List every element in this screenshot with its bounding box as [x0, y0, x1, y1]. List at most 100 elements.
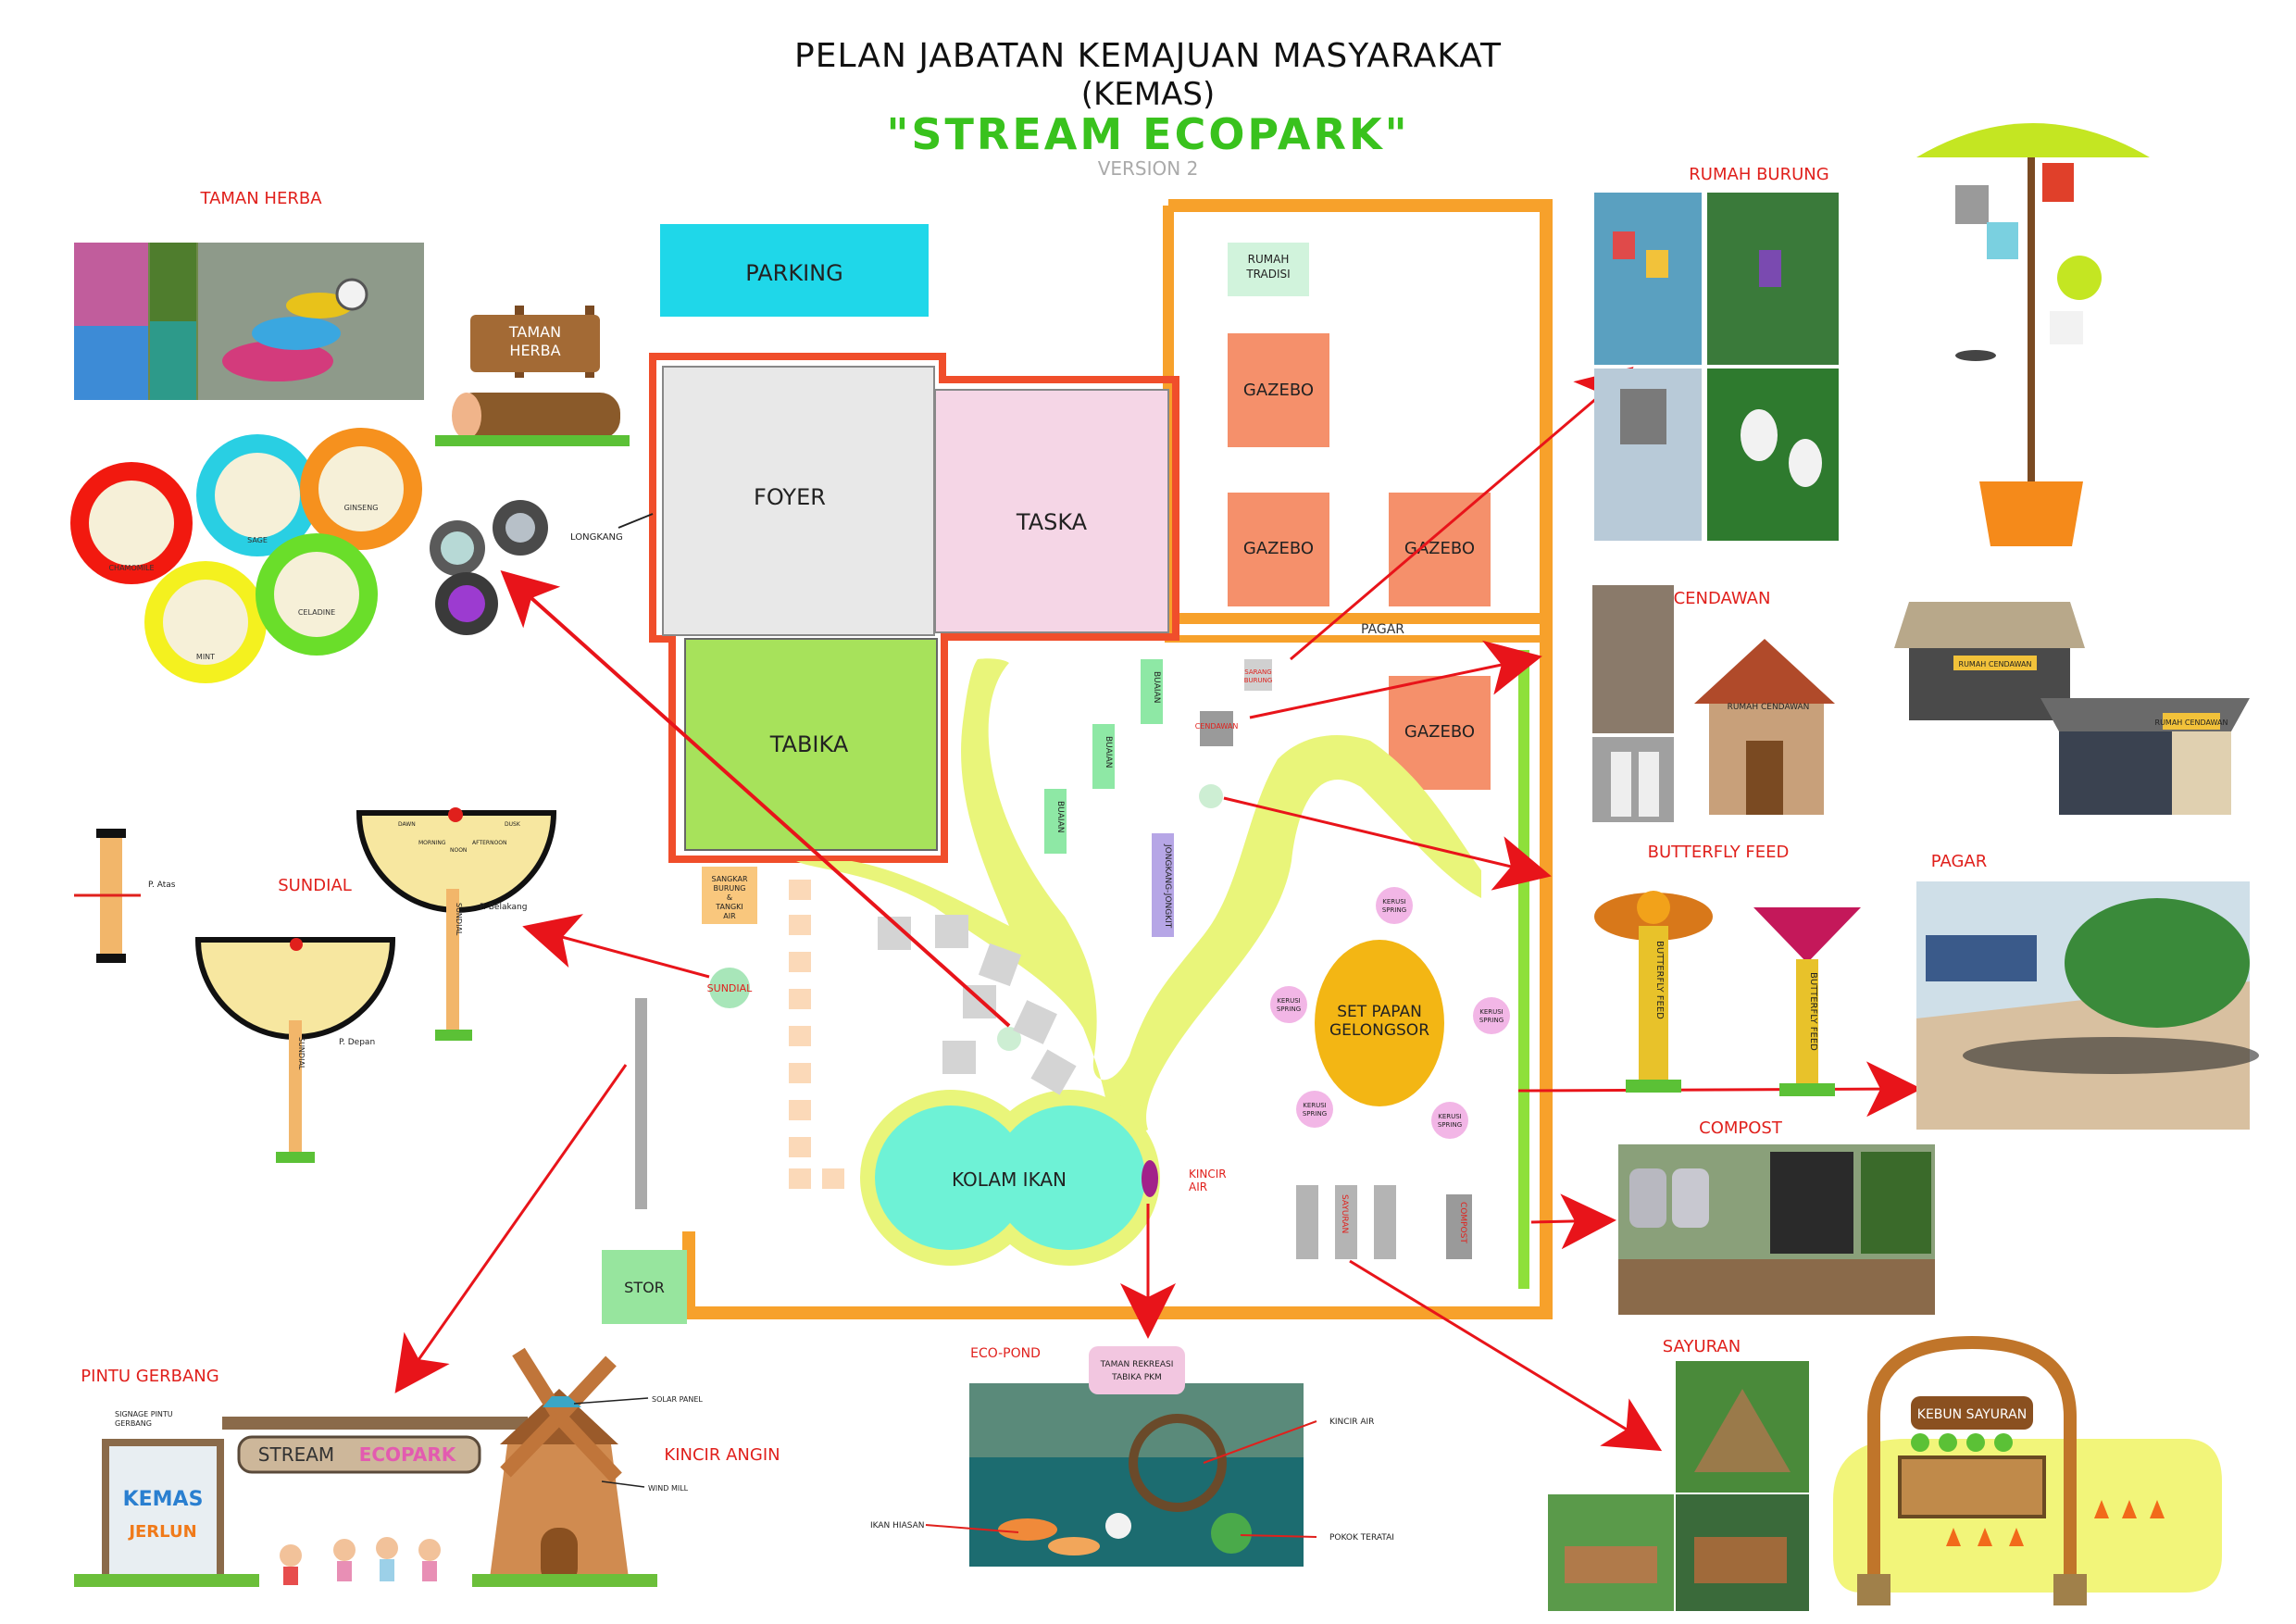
p-atas-label: P. Atas: [148, 881, 176, 890]
building-outline: [649, 353, 1179, 863]
longkang-label: LONGKANG: [570, 532, 623, 543]
sarang-burung-label-2: BURUNG: [1244, 677, 1273, 684]
parking-label: PARKING: [745, 260, 842, 286]
kebun-sayuran-sign: KEBUN SAYURAN: [1833, 1335, 2222, 1605]
compost-bin-label: COMPOST: [1458, 1202, 1467, 1243]
cendawan-marker-label: CENDAWAN: [1195, 722, 1239, 731]
foyer: [662, 366, 935, 636]
gate-banner-stream: STREAM: [258, 1443, 334, 1466]
herb-sage-label: SAGE: [247, 536, 268, 544]
rumah-cendawan-hut-2: RUMAH CENDAWAN: [1894, 602, 2085, 720]
ikan-hiasan-leader: [925, 1524, 1019, 1533]
sayuran-bed-2: [1335, 1185, 1357, 1259]
taman-herba-sign-line1: TAMAN: [508, 323, 561, 341]
stor-label: STOR: [624, 1279, 665, 1296]
kincir-air-label-1: KINCIR: [1189, 1168, 1227, 1181]
buaian-3-label: BUAIAN: [1055, 801, 1065, 832]
herb-mint-label: MINT: [196, 653, 215, 661]
rumah-cendawan-hut-1: RUMAH CENDAWAN: [1694, 639, 1835, 815]
parking-area: [660, 224, 929, 317]
svg-text:SUNDIAL: SUNDIAL: [455, 903, 463, 936]
sundial-marker-label: SUNDIAL: [707, 982, 754, 994]
kincir-angin-title: KINCIR ANGIN: [664, 1445, 780, 1465]
kebun-sayuran-label: KEBUN SAYURAN: [1917, 1407, 2027, 1422]
kerusi-spring-1: KERUSI SPRING: [1376, 887, 1413, 924]
taman-herba-sign: TAMAN HERBA: [435, 306, 630, 446]
svg-text:AFTERNOON: AFTERNOON: [472, 840, 507, 846]
sangkar-label-2: BURUNG: [714, 884, 746, 893]
rumah-burung-title: RUMAH BURUNG: [1689, 165, 1828, 184]
sangkar-burung: [702, 867, 757, 924]
rumah-burung-photos: [1594, 193, 1839, 541]
svg-text:SPRING: SPRING: [1479, 1017, 1504, 1024]
svg-text:SUNDIAL: SUNDIAL: [297, 1037, 306, 1070]
sangkar-label-1: SANGKAR: [711, 875, 747, 883]
taman-herba-title: TAMAN HERBA: [199, 189, 322, 208]
kolam-ikan-label: KOLAM IKAN: [952, 1168, 1067, 1191]
jongkang-jongkit: [1152, 833, 1174, 937]
sayuran-bed-label: SAYURAN: [1340, 1194, 1349, 1233]
wind-mill-label: WIND MILL: [648, 1484, 689, 1493]
svg-text:SPRING: SPRING: [1303, 1110, 1327, 1118]
wind-mill-leader: [601, 1480, 645, 1488]
eco-pond-title: ECO-POND: [970, 1346, 1041, 1361]
svg-text:BUTTERFLY FEED: BUTTERFLY FEED: [1654, 941, 1665, 1019]
set-papan-gelongsor: [1315, 940, 1444, 1106]
gazebo-3-label: GAZEBO: [1404, 539, 1475, 558]
p-belakang-label: P. Belakang: [480, 903, 527, 912]
svg-text:RUMAH CENDAWAN: RUMAH CENDAWAN: [2155, 718, 2228, 727]
site-boundary: [682, 199, 1553, 1319]
taska-label: TASKA: [1016, 509, 1088, 535]
taman-herba-sign-line2: HERBA: [509, 342, 560, 359]
rumah-cendawan-hut-3: RUMAH CENDAWAN: [2040, 698, 2250, 815]
svg-text:KERUSI: KERUSI: [1303, 1102, 1327, 1109]
sundial-top-view: P. Atas: [74, 829, 176, 963]
gazebo-1-label: GAZEBO: [1243, 381, 1314, 400]
signage-label-1: SIGNAGE PINTU: [115, 1410, 173, 1418]
version-label: VERSION 2: [1097, 157, 1199, 180]
kincir-air-marker: [1142, 1160, 1158, 1197]
solar-panel-label: SOLAR PANEL: [652, 1395, 703, 1404]
signage-label-2: GERBANG: [115, 1419, 152, 1428]
jerlun-sign: JERLUN: [127, 1522, 196, 1542]
taman-herba-photos: [74, 243, 424, 400]
set-papan-label-1: SET PAPAN: [1337, 1003, 1422, 1021]
svg-text:KERUSI: KERUSI: [1382, 898, 1406, 906]
ikan-hiasan-label: IKAN HIASAN: [870, 1521, 925, 1530]
grey-wall: [635, 998, 647, 1209]
butterfly-feed-title: BUTTERFLY FEED: [1648, 843, 1790, 862]
bird-house-tree: [1916, 123, 2150, 546]
sarang-burung-marker: [1244, 659, 1272, 691]
taman-rekreasi-line2: TABIKA PKM: [1111, 1373, 1162, 1382]
buaian-2: [1092, 724, 1115, 789]
pintu-gerbang-title: PINTU GERBANG: [81, 1367, 218, 1386]
buaian-1: [1141, 659, 1163, 724]
gazebo-2-label: GAZEBO: [1243, 539, 1314, 558]
svg-text:NOON: NOON: [450, 847, 467, 854]
gazebo-3: [1389, 493, 1491, 606]
kerusi-spring-2: KERUSI SPRING: [1270, 986, 1307, 1023]
gazebo-4-label: GAZEBO: [1404, 722, 1475, 742]
svg-text:KERUSI: KERUSI: [1479, 1008, 1504, 1016]
sayuran-title: SAYURAN: [1663, 1337, 1741, 1356]
svg-text:BUTTERFLY FEED: BUTTERFLY FEED: [1808, 972, 1818, 1051]
foyer-label: FOYER: [754, 484, 826, 510]
pokok-teratai-leader: [1240, 1534, 1317, 1538]
peach-tiles: [789, 880, 844, 1189]
sayuran-bed-1: [1296, 1185, 1318, 1259]
svg-text:RUMAH CENDAWAN: RUMAH CENDAWAN: [1728, 703, 1810, 712]
sangkar-label-5: AIR: [723, 912, 736, 920]
gate-illustration: KEMAS JERLUN STREAM ECOPARK: [74, 1417, 528, 1587]
rumah-tradisi: [1228, 243, 1309, 296]
stepping-stones: [878, 915, 1077, 1095]
gate-banner-ecopark: ECOPARK: [359, 1443, 457, 1466]
eco-pond-kincir-air-label: KINCIR AIR: [1329, 1418, 1374, 1427]
cendawan-photos: [1592, 585, 1674, 822]
herb-celadine-label: CELADINE: [298, 608, 335, 617]
svg-text:RUMAH CENDAWAN: RUMAH CENDAWAN: [1959, 660, 2032, 668]
pond-right: [993, 1106, 1145, 1250]
svg-text:SPRING: SPRING: [1438, 1121, 1462, 1129]
sayuran-photos: [1548, 1361, 1809, 1611]
svg-text:KERUSI: KERUSI: [1438, 1113, 1462, 1120]
kerusi-spring-5: KERUSI SPRING: [1431, 1102, 1468, 1139]
